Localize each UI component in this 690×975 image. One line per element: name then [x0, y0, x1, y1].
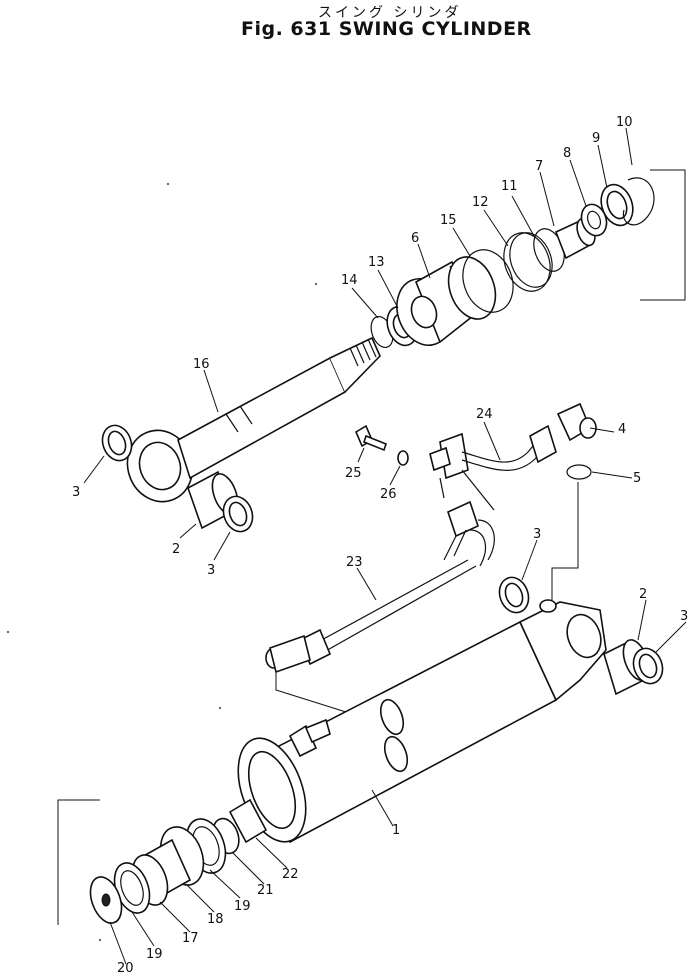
callout-14: 14 [341, 273, 358, 288]
nut-part-22 [228, 798, 268, 844]
callout-3-right: 3 [680, 609, 688, 624]
callout-8: 8 [563, 146, 571, 161]
callout-19-upper: 19 [234, 899, 251, 914]
callout-17: 17 [182, 931, 199, 946]
plug-part-on-tube [288, 718, 331, 758]
leader-lines [83, 127, 687, 965]
bearing-part-3-right [632, 647, 664, 685]
callout-10: 10 [616, 115, 633, 130]
wiper-part-9 [600, 183, 634, 227]
scan-dots [7, 183, 317, 941]
leader-port [551, 482, 579, 600]
bearing-part-3-lower [222, 495, 254, 533]
callout-12: 12 [472, 195, 489, 210]
callout-2-upper: 2 [172, 542, 180, 557]
figure-title-japanese: スイング シリンダ [318, 5, 462, 21]
bolt-part-25 [354, 424, 387, 452]
assembly-bracket-lower [57, 799, 100, 925]
callout-6: 6 [411, 231, 419, 246]
callout-3-upper: 3 [72, 485, 80, 500]
callout-26: 26 [380, 487, 397, 502]
snap-ring-part-10 [622, 177, 655, 226]
elbow-fitting-part-4 [556, 402, 597, 442]
callout-1: 1 [392, 823, 400, 838]
callout-11: 11 [501, 179, 518, 194]
cylinder-tube-part-1 [237, 599, 607, 844]
callout-3-middle: 3 [533, 527, 541, 542]
callout-18: 18 [207, 912, 224, 927]
callout-9: 9 [592, 131, 600, 146]
callout-labels: 10 9 8 7 11 12 15 6 13 14 16 3 2 3 24 4 … [72, 115, 688, 975]
piston-part-6 [396, 256, 497, 346]
callout-24: 24 [476, 407, 493, 422]
callout-23: 23 [346, 555, 363, 570]
ring-part-12 [503, 232, 553, 292]
bearing-part-3-middle [498, 576, 530, 614]
callout-2-lower: 2 [639, 587, 647, 602]
callout-19-lower: 19 [146, 947, 163, 962]
callout-20: 20 [117, 961, 134, 975]
bearing-part-3-upper [101, 424, 133, 462]
callout-22: 22 [282, 867, 299, 882]
tube-part-24 [429, 424, 557, 511]
callout-4: 4 [618, 422, 626, 437]
callout-13: 13 [368, 255, 385, 270]
assembly-bracket-upper [640, 169, 686, 301]
leader-tube [275, 672, 347, 713]
figure-title: Fig. 631 SWING CYLINDER [241, 18, 532, 40]
callout-15: 15 [440, 213, 457, 228]
callout-25: 25 [345, 466, 362, 481]
callout-5: 5 [633, 471, 641, 486]
head-part-17 [131, 838, 192, 906]
seal-part-19-lower [113, 862, 151, 914]
tube-part-23 [265, 500, 495, 674]
callout-16: 16 [193, 357, 210, 372]
callout-21: 21 [257, 883, 274, 898]
callout-3-lower: 3 [207, 563, 215, 578]
washer-part-26 [397, 450, 409, 466]
o-ring-part-5 [566, 464, 592, 480]
ring-part-15 [462, 249, 514, 313]
cover-part-20 [89, 876, 123, 924]
rod-assembly [126, 336, 381, 503]
callout-7: 7 [535, 159, 543, 174]
